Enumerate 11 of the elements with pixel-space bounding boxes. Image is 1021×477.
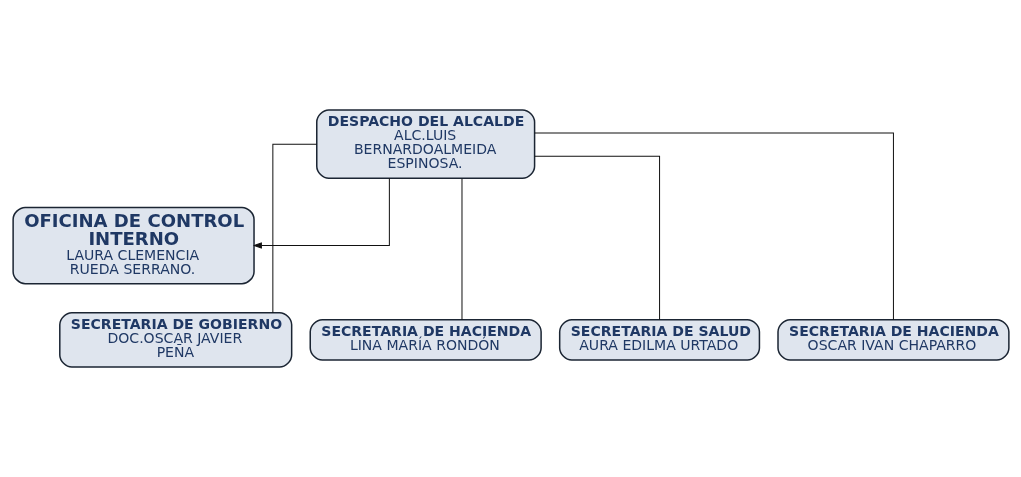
node-box: SECRETARIA DE HACIENDA LINA MARÍA RONDÓN: [309, 319, 542, 361]
node-box: SECRETARIA DE GOBIERNO DOC.OSCAR JAVIER PEÑA: [58, 312, 292, 368]
node-box: SECRETARIA DE SALUD AURA EDILMA URTADO: [558, 319, 760, 361]
connector: [271, 143, 317, 314]
connector: [533, 132, 894, 321]
node-box: OFICINA DE CONTROL INTERNO LAURA CLEMENCIA RUEDA SERRANO.: [11, 206, 255, 285]
connector: [533, 155, 660, 321]
arrow: [253, 177, 390, 249]
node-box: DESPACHO DEL ALCALDE ALC.LUIS BERNARDOALMEIDA ESPINOSA.: [315, 109, 535, 180]
connector: [461, 178, 462, 321]
node-box: SECRETARIA DE HACIENDA OSCAR IVAN CHAPARRO: [776, 319, 1010, 361]
